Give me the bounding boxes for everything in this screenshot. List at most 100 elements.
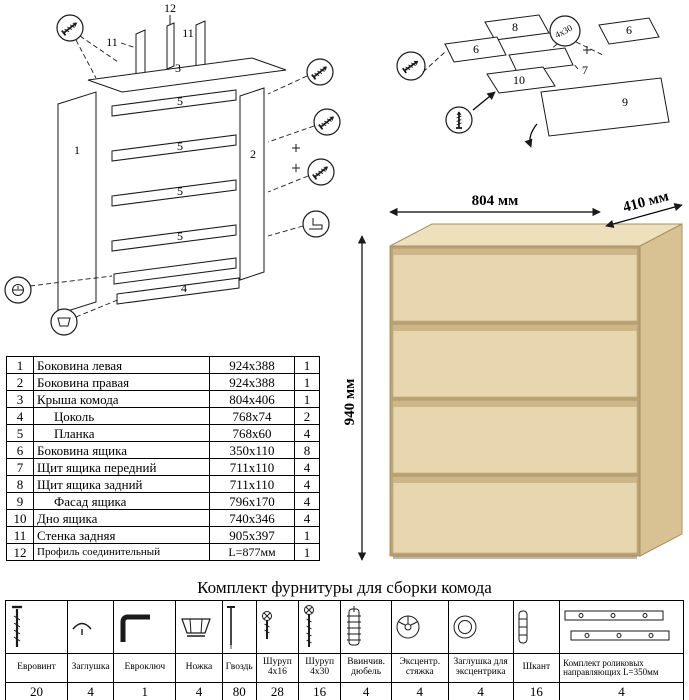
part-size: 711x110 [209, 475, 295, 493]
hardware-name: Шуруп 4х16 [255, 653, 300, 683]
part-size: 804x406 [209, 390, 295, 408]
hardware-name: Эксцентр. стяжка [390, 653, 449, 683]
part-num: 8 [6, 475, 34, 493]
part-drawer-facade [540, 77, 670, 137]
label-part-9: 9 [622, 95, 628, 109]
table-row: 12 Профиль соединительный L=877мм 1 [6, 543, 320, 561]
hardware-qty: 4 [447, 682, 514, 700]
part-qty: 1 [294, 356, 320, 374]
part-size: 796x170 [209, 492, 295, 510]
hardware-name: Евровинт [5, 653, 68, 683]
plug-cap-icon [66, 600, 115, 654]
part-num: 12 [6, 543, 34, 561]
cam-cover-icon [447, 600, 514, 654]
drawer-3-groove [393, 401, 637, 407]
hardware-name: Шкант [512, 653, 561, 683]
part-plinth-lower [116, 277, 240, 305]
callout-bracket [302, 210, 330, 238]
chest-top-face [389, 223, 683, 247]
part-plank-4 [111, 224, 237, 252]
part-size: 924x388 [209, 373, 295, 391]
part-drawer-front [508, 47, 574, 73]
table-row: 3 Крыша комода 804x406 1 [6, 390, 320, 408]
table-row: 4 Цоколь 768x74 2 [6, 407, 320, 425]
confirmat-screw-icon [5, 600, 68, 654]
label-plank-4: 5 [177, 229, 183, 243]
part-left-side [57, 91, 97, 315]
product-render: 940 мм 804 мм 410 мм [342, 190, 683, 561]
part-num: 7 [6, 458, 34, 476]
label-part-3: 3 [175, 61, 181, 75]
part-drawer-bottom [486, 66, 556, 94]
dim-depth: 410 мм [621, 190, 670, 216]
label-part-6-right: 6 [626, 23, 632, 37]
drawer-1-groove [393, 249, 637, 255]
part-size: 905x397 [209, 526, 295, 544]
part-qty: 1 [294, 526, 320, 544]
label-part-12: 12 [164, 1, 176, 15]
hardware-name: Гвоздь [221, 653, 257, 683]
part-num: 10 [6, 509, 34, 527]
carcass-exploded-diagram: 12 11 11 3 1 2 5 5 5 5 4 [4, 1, 341, 336]
label-part-10: 10 [513, 73, 525, 87]
parts-table: 1 Боковина левая 924x388 1 2 Боковина пр… [6, 356, 320, 561]
table-row: 10 Дно ящика 740x346 4 [6, 509, 320, 527]
drawer-2-groove [393, 325, 637, 331]
label-part-1: 1 [74, 143, 80, 157]
hardware-kit-title: Комплект фурнитуры для сборки комода [197, 578, 492, 597]
hardware-qty: 80 [221, 682, 257, 700]
part-size: 350x110 [209, 441, 295, 459]
part-qty: 4 [294, 475, 320, 493]
screw-long-icon [298, 600, 342, 654]
drawer-2 [392, 324, 638, 398]
label-part-11-right: 11 [182, 26, 194, 40]
dim-height: 940 мм [342, 379, 358, 426]
hardware-name: Заглушка [66, 653, 115, 683]
part-name: Фасад ящика [33, 492, 210, 510]
part-plank-2 [111, 134, 237, 162]
hardware-qty: 16 [298, 682, 342, 700]
nail-icon [221, 600, 257, 654]
label-part-2: 2 [250, 147, 256, 161]
hardware-name: Шуруп 4х30 [298, 653, 342, 683]
furniture-leg-icon [175, 600, 223, 654]
drawer-1 [392, 248, 638, 322]
part-name: Дно ящика [33, 509, 210, 527]
part-top-panel [87, 57, 287, 93]
part-size: 711x110 [209, 458, 295, 476]
hardware-qty: 4 [559, 682, 684, 700]
cam-icon [12, 284, 24, 296]
chest-side-face [639, 223, 683, 557]
label-part-6-left: 6 [473, 42, 479, 56]
hardware-qty: 4 [340, 682, 392, 700]
part-num: 2 [6, 373, 34, 391]
bracket-icon [309, 218, 323, 230]
part-plank-1 [111, 89, 237, 117]
part-num: 1 [6, 356, 34, 374]
part-num: 4 [6, 407, 34, 425]
hardware-icons-row [5, 600, 684, 654]
part-name: Щит ящика передний [33, 458, 210, 476]
part-name: Планка [33, 424, 210, 442]
part-connecting-profile [166, 22, 175, 70]
label-part-8: 8 [512, 20, 518, 34]
hardware-name: Заглушка для эксцентрика [447, 653, 514, 683]
table-row: 6 Боковина ящика 350x110 8 [6, 441, 320, 459]
part-qty: 1 [294, 390, 320, 408]
hardware-name: Комплект роликовых направляющих L=350мм [559, 653, 684, 683]
hardware-qty: 28 [255, 682, 300, 700]
callout-screw-4x30 [549, 15, 581, 47]
label-part-11-left: 11 [106, 35, 118, 49]
part-size: 768x74 [209, 407, 295, 425]
table-row: 2 Боковина правая 924x388 1 [6, 373, 320, 391]
drawer-3 [392, 400, 638, 474]
part-name: Боковина правая [33, 373, 210, 391]
part-size: L=877мм [209, 543, 295, 561]
part-name: Крыша комода [33, 390, 210, 408]
part-name: Профиль соединительный [33, 543, 210, 561]
label-part-4: 4 [181, 281, 187, 295]
part-qty: 4 [294, 424, 320, 442]
hardware-qty: 16 [512, 682, 561, 700]
hardware-name: Ножка [175, 653, 223, 683]
